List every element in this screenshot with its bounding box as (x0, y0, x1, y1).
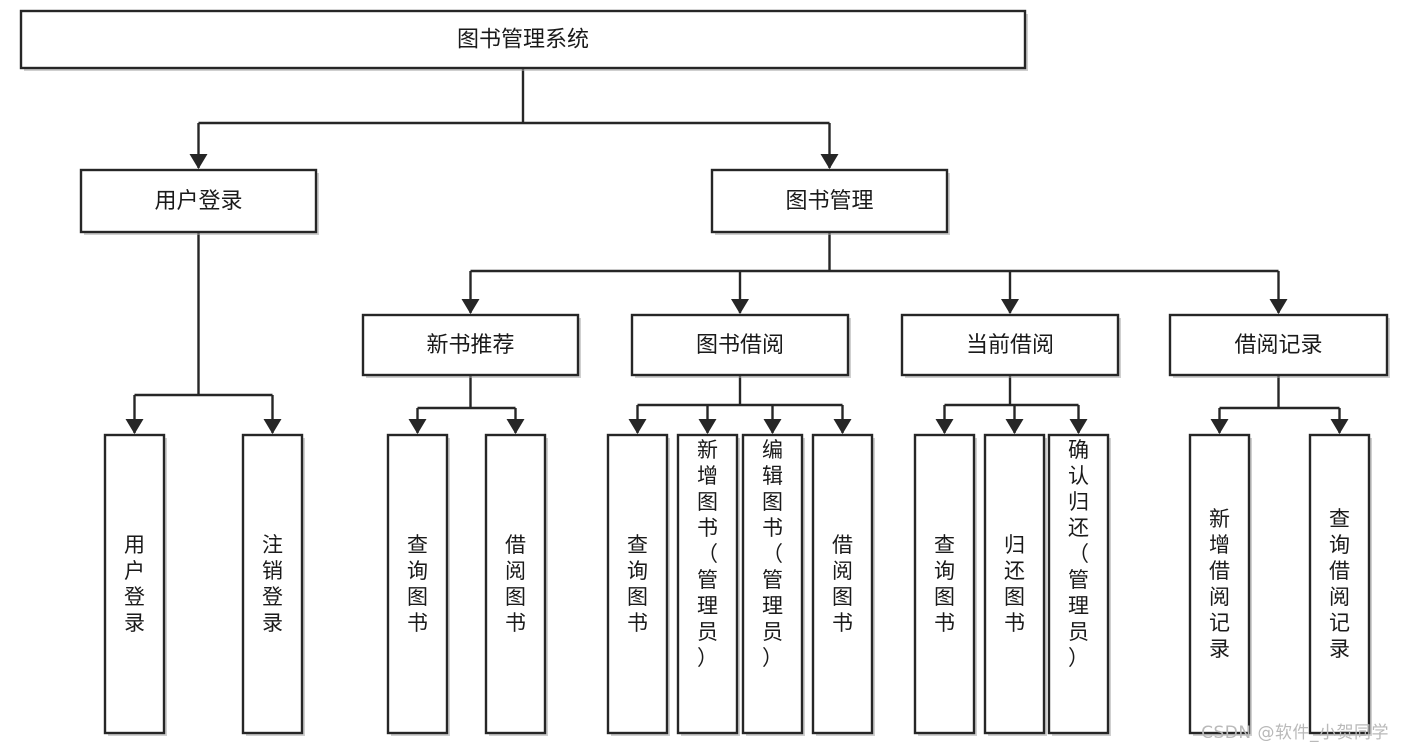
csdn-watermark: CSDN @软件_小贺同学 (1201, 723, 1389, 743)
arrow-head-icon (1330, 419, 1349, 434)
connector-group-user-login (125, 232, 282, 434)
node-borrow-record[interactable]: 借阅记录 (1168, 313, 1390, 378)
node-root-图书管理系统[interactable]: 图书管理系统 (19, 9, 1028, 71)
node-leaf-edit-book[interactable]: 编辑图书（管理员） (741, 433, 805, 736)
arrow-head-icon (935, 419, 954, 434)
node-label: 借阅记录 (1234, 333, 1322, 358)
node-label: 注销登录 (262, 533, 283, 635)
arrow-head-icon (698, 419, 717, 434)
arrow-head-icon (189, 154, 208, 169)
connector-group-current-borrow (935, 375, 1088, 434)
node-leaf-query-book-2[interactable]: 查询图书 (606, 433, 670, 736)
arrow-head-icon (125, 419, 144, 434)
node-book-manage[interactable]: 图书管理 (710, 168, 950, 235)
arrow-head-icon (1001, 299, 1019, 314)
node-leaf-query-book-1[interactable]: 查询图书 (386, 433, 450, 736)
node-label: 借阅图书 (832, 533, 853, 635)
node-leaf-borrow-book-2[interactable]: 借阅图书 (811, 433, 875, 736)
node-layer: 图书管理系统用户登录图书管理新书推荐图书借阅当前借阅借阅记录用户登录注销登录查询… (19, 9, 1390, 736)
node-leaf-query-record[interactable]: 查询借阅记录 (1308, 433, 1372, 736)
arrow-head-icon (820, 154, 839, 169)
node-label: 编辑图书（管理员） (762, 438, 783, 670)
node-leaf-confirm-return[interactable]: 确认归还（管理员） (1047, 433, 1111, 736)
arrow-head-icon (461, 299, 480, 314)
arrow-head-icon (1210, 419, 1229, 434)
node-label: 确认归还（管理员） (1068, 438, 1089, 670)
node-label: 新增借阅记录 (1209, 507, 1230, 661)
node-label: 用户登录 (124, 533, 145, 635)
connector-group-book-manage (461, 232, 1288, 314)
arrow-head-icon (763, 419, 782, 434)
connector-layer (125, 68, 1349, 434)
node-leaf-return-book[interactable]: 归还图书 (983, 433, 1047, 736)
node-label: 图书管理系统 (457, 28, 589, 53)
connector-group-root (189, 68, 839, 169)
node-leaf-user-login[interactable]: 用户登录 (103, 433, 167, 736)
node-label: 借阅图书 (505, 533, 526, 635)
arrow-head-icon (1269, 299, 1288, 314)
node-label: 查询图书 (407, 533, 428, 635)
node-label: 图书管理 (785, 189, 873, 214)
arrow-head-icon (1069, 419, 1088, 434)
arrow-head-icon (1005, 419, 1024, 434)
node-leaf-add-record[interactable]: 新增借阅记录 (1188, 433, 1252, 736)
node-label: 查询图书 (934, 533, 955, 635)
arrow-head-icon (628, 419, 647, 434)
node-leaf-logout[interactable]: 注销登录 (241, 433, 305, 736)
arrow-head-icon (833, 419, 852, 434)
node-label: 归还图书 (1004, 533, 1025, 635)
node-label: 新增图书（管理员） (697, 438, 718, 670)
connector-group-book-borrow (628, 375, 852, 434)
node-book-borrow[interactable]: 图书借阅 (630, 313, 851, 378)
node-label: 当前借阅 (966, 333, 1054, 358)
node-leaf-add-book[interactable]: 新增图书（管理员） (676, 433, 740, 736)
arrow-head-icon (506, 419, 525, 434)
node-user-login[interactable]: 用户登录 (79, 168, 319, 235)
node-leaf-borrow-book-1[interactable]: 借阅图书 (484, 433, 548, 736)
node-current-borrow[interactable]: 当前借阅 (900, 313, 1121, 378)
node-label: 新书推荐 (426, 333, 514, 358)
node-new-book-rec[interactable]: 新书推荐 (361, 313, 581, 378)
node-label: 用户登录 (154, 189, 242, 214)
node-label: 查询借阅记录 (1329, 507, 1350, 661)
node-label: 图书借阅 (696, 333, 784, 358)
arrow-head-icon (731, 299, 749, 314)
node-label: 查询图书 (627, 533, 648, 635)
node-leaf-query-book-3[interactable]: 查询图书 (913, 433, 977, 736)
arrow-head-icon (408, 419, 427, 434)
arrow-head-icon (263, 419, 282, 434)
connector-group-new-book-rec (408, 375, 525, 434)
connector-group-borrow-record (1210, 375, 1349, 434)
